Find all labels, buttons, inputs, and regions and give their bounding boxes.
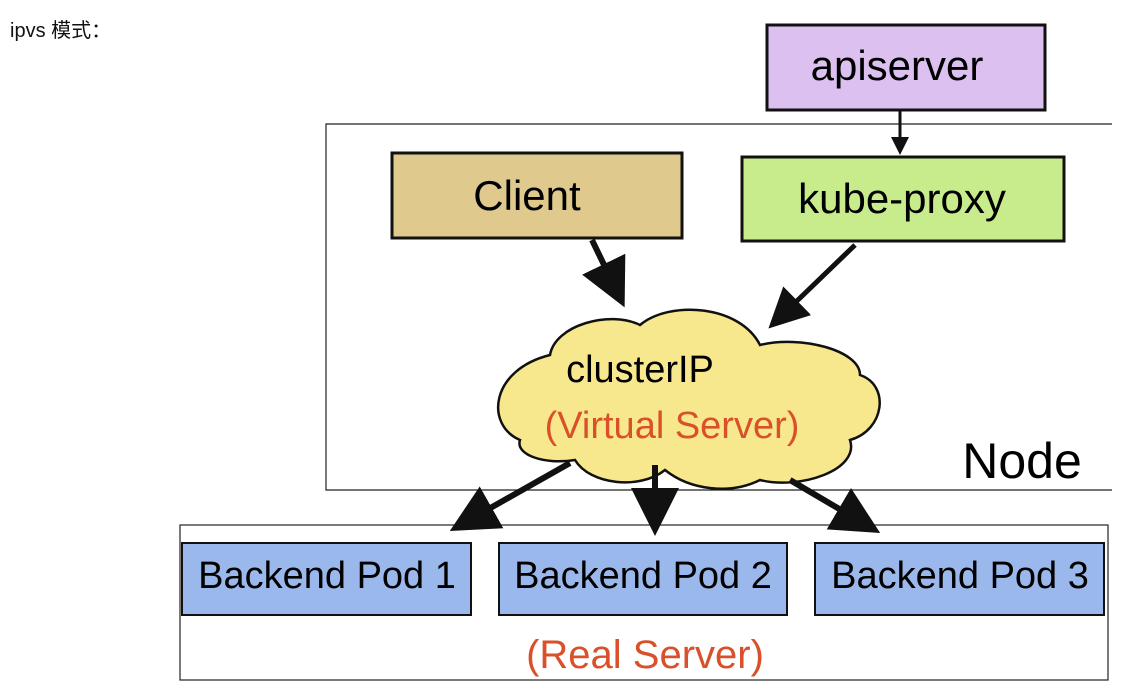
arrow-clusterip-to-pod-3 (788, 477, 881, 534)
arrow-clusterip-to-pod-1 (449, 460, 572, 531)
backend-pod-2-label: Backend Pod 2 (514, 555, 772, 597)
backend-pod-3-label: Backend Pod 3 (831, 555, 1089, 597)
clusterip-cloud (496, 308, 881, 490)
client-label: Client (473, 172, 581, 219)
clusterip-label: clusterIP (566, 349, 714, 391)
backend-pod-1-box (181, 542, 472, 616)
real-server-label: (Real Server) (526, 633, 764, 677)
page-heading: ipvs 模式： (10, 19, 111, 42)
virtual-server-label: (Virtual Server) (545, 405, 800, 447)
node-label: Node (962, 433, 1082, 489)
backend-pod-2-box (498, 542, 788, 616)
node-frame (325, 123, 1112, 491)
kube-proxy-label: kube-proxy (798, 175, 1006, 222)
kube-proxy-box (740, 155, 1066, 243)
backend-pod-3-box (814, 542, 1105, 616)
client-box (390, 151, 684, 240)
arrow-kube-proxy-to-clusterip (768, 243, 857, 329)
backend-pod-1-label: Backend Pod 1 (198, 555, 456, 597)
apiserver-label: apiserver (811, 42, 984, 89)
arrow-client-to-clusterip (582, 238, 626, 308)
apiserver-box (765, 23, 1047, 112)
